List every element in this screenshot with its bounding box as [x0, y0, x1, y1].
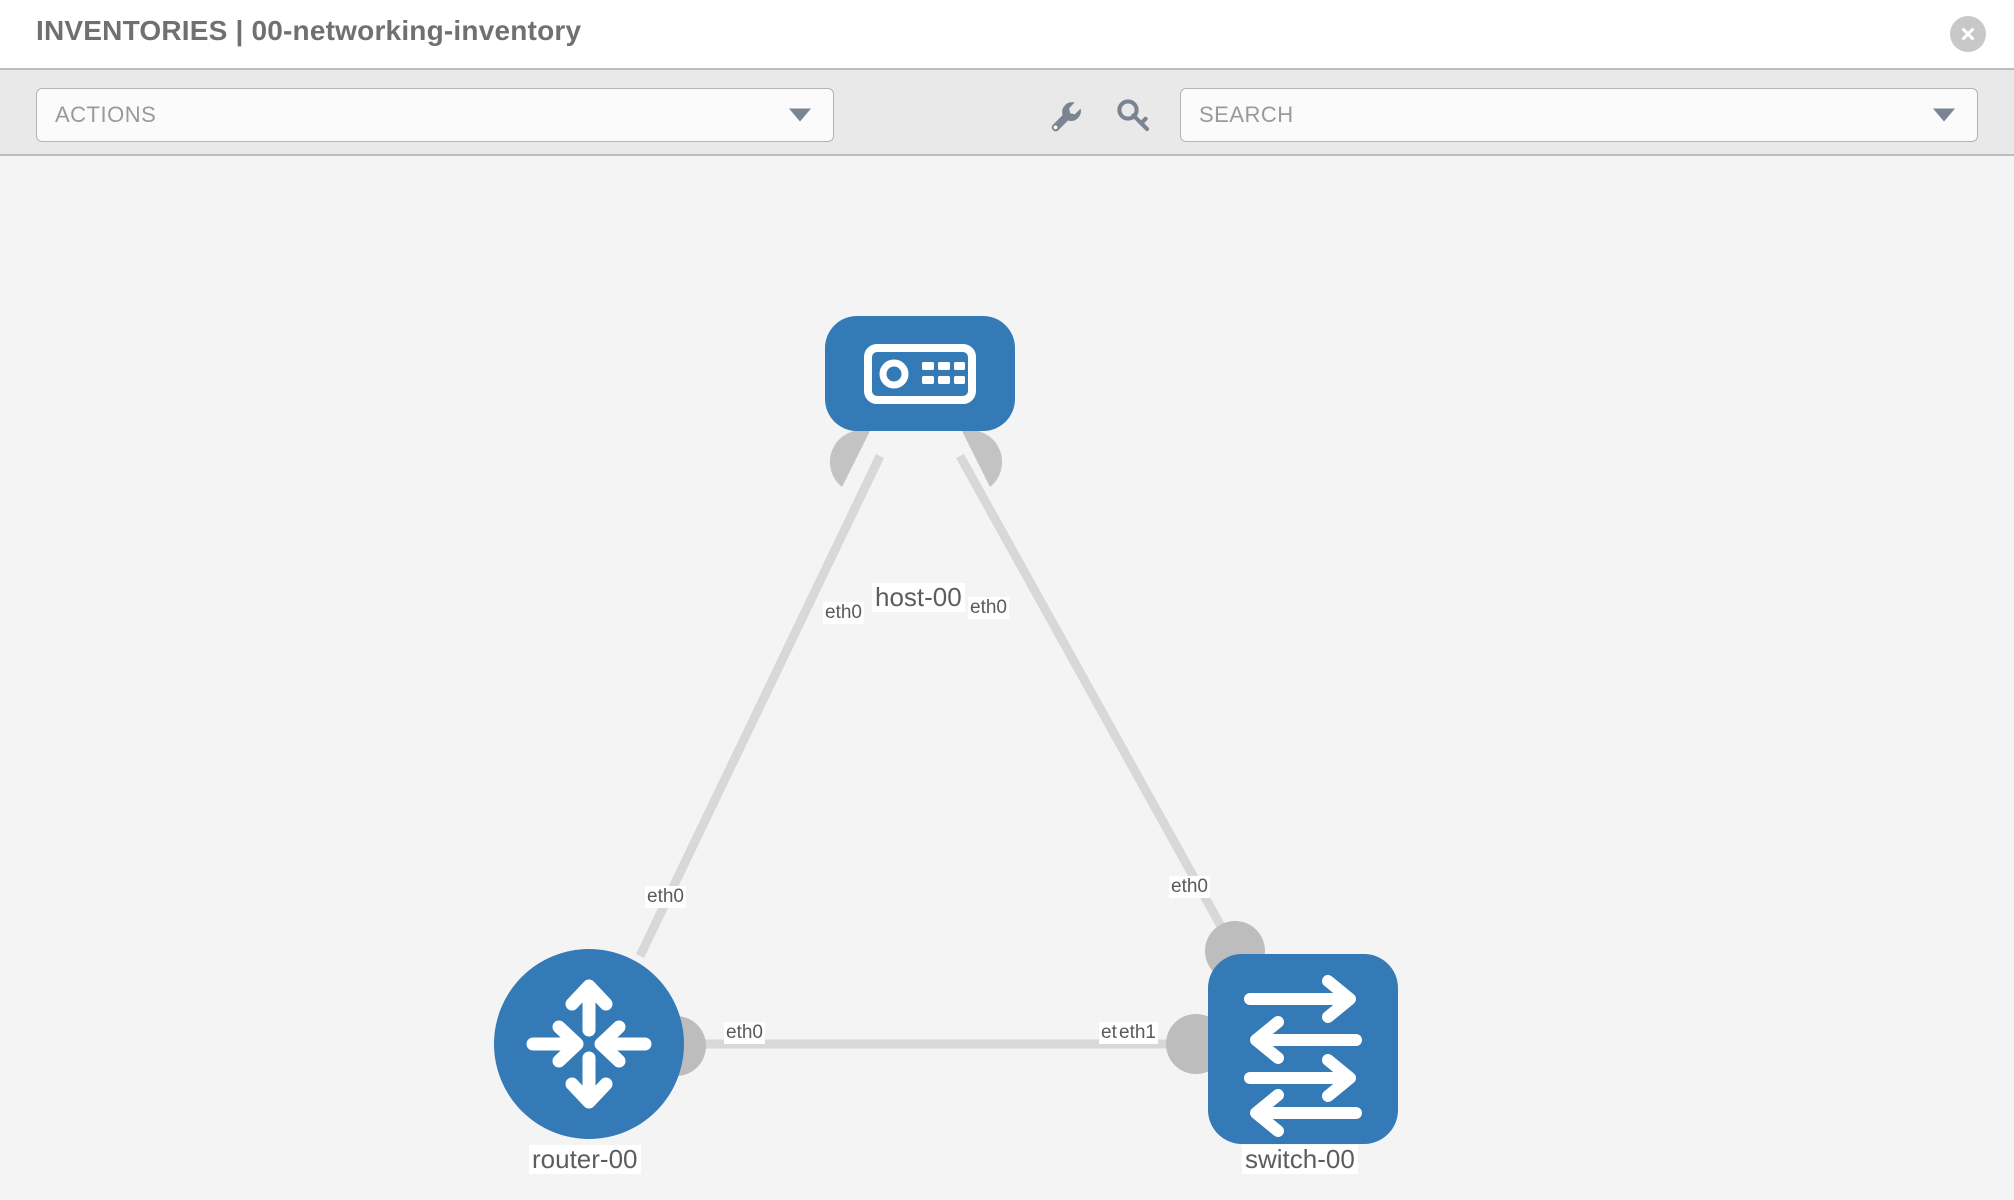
- interface-label-router00-uplink: eth0: [645, 886, 686, 908]
- interface-label-host00-right: eth0: [968, 597, 1009, 619]
- page-title: INVENTORIES | 00-networking-inventory: [36, 15, 582, 46]
- link-host00-switch00: [956, 453, 1236, 949]
- node-name-host-00: host-00: [872, 583, 965, 612]
- actions-dropdown[interactable]: ACTIONS: [36, 88, 834, 142]
- handle-host00-left: [829, 429, 870, 487]
- window-header: INVENTORIES | 00-networking-inventory: [0, 0, 2014, 68]
- wrench-icon[interactable]: [1043, 94, 1087, 138]
- link-host00-router00: [635, 454, 885, 958]
- node-switch-00: [1208, 954, 1398, 1144]
- node-name-switch-00: switch-00: [1242, 1145, 1358, 1174]
- router-arrows-icon: [526, 979, 652, 1109]
- topology-links: [635, 453, 1236, 1049]
- search-placeholder-label: SEARCH: [1199, 102, 1294, 127]
- interface-label-host00-left: eth0: [823, 602, 864, 624]
- handle-router00-right: [676, 1016, 706, 1076]
- topology-canvas[interactable]: eth0 eth0 eth0 eth0 eth0 eth eth1 host-0…: [0, 156, 2014, 1200]
- chevron-down-icon: [1933, 108, 1955, 122]
- node-router-00: [494, 949, 684, 1139]
- node-name-router-00: router-00: [529, 1145, 641, 1174]
- search-input[interactable]: SEARCH: [1180, 88, 1978, 142]
- interface-label-switch00-uplink: eth0: [1169, 876, 1210, 898]
- actions-dropdown-label: ACTIONS: [55, 102, 157, 127]
- toolbar: ACTIONS SEARCH: [0, 68, 2014, 156]
- close-icon[interactable]: [1950, 16, 1986, 52]
- interface-label-router00-right: eth0: [724, 1022, 765, 1044]
- interface-label-switch00-left: eth1: [1117, 1022, 1158, 1044]
- server-device-icon: [864, 344, 976, 404]
- node-host-00: [825, 316, 1015, 431]
- handle-host00-right: [962, 429, 1003, 487]
- switch-arrows-icon: [1244, 975, 1362, 1137]
- interface-handles: [676, 429, 1265, 1076]
- chevron-down-icon: [789, 108, 811, 122]
- key-icon[interactable]: [1112, 94, 1156, 138]
